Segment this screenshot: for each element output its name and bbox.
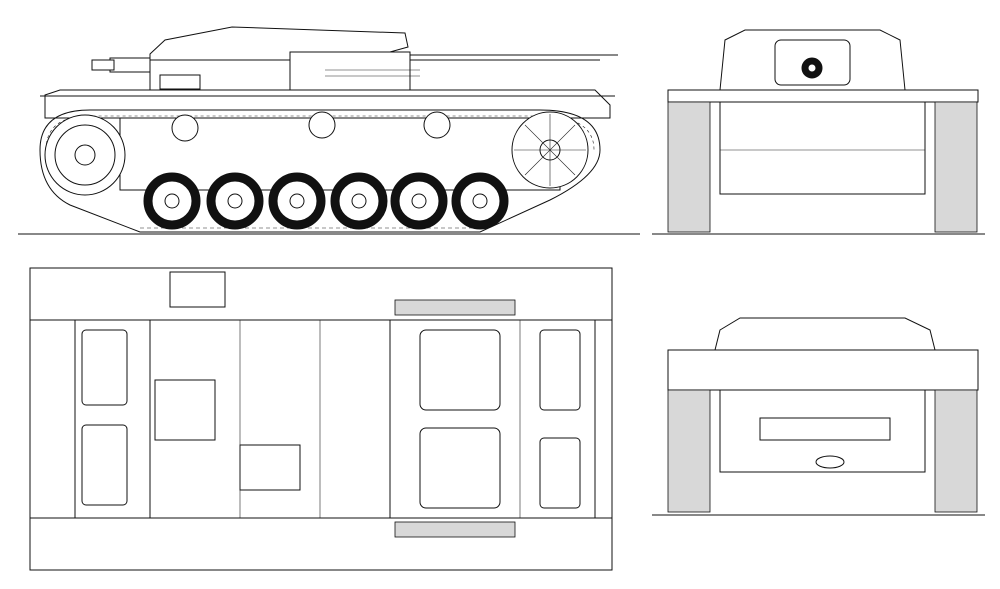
track-outline — [39, 109, 601, 233]
road-wheel-4 — [330, 172, 388, 230]
front-fenders — [667, 89, 979, 103]
rear-view — [652, 317, 985, 516]
rear-right-track — [934, 389, 978, 513]
gun-barrel — [91, 59, 115, 71]
road-wheel-6 — [451, 172, 509, 230]
return-roller-2 — [308, 111, 336, 139]
rear-superstructure — [714, 317, 936, 351]
road-wheel-5 — [390, 172, 448, 230]
road-wheel-3 — [268, 172, 326, 230]
top-view — [29, 267, 613, 571]
return-roller-3 — [423, 111, 451, 139]
top-grille-2 — [394, 521, 516, 538]
road-wheel-1 — [143, 172, 201, 230]
vent-hatch-1 — [539, 329, 581, 411]
road-wheel-2 — [206, 172, 264, 230]
gun-mantlet — [109, 57, 151, 73]
rear-left-track — [667, 389, 711, 513]
hull-upper — [44, 89, 611, 119]
vent-hatch-2 — [539, 437, 581, 509]
muzzle-bore — [807, 63, 817, 73]
top-right-fender — [29, 517, 613, 571]
front-hatch-1 — [81, 329, 128, 406]
rear-muffler — [759, 417, 891, 441]
engine-hatch-2 — [419, 427, 501, 509]
gun-breech — [154, 379, 216, 441]
idler-spokes — [514, 114, 586, 186]
commander-hatch — [239, 444, 301, 491]
front-view — [652, 29, 985, 235]
rear-tow-point — [815, 455, 845, 469]
rear-deck — [667, 349, 979, 391]
sprocket-hub — [74, 144, 96, 166]
drive-sprocket — [44, 114, 126, 196]
sprocket-rim — [54, 124, 116, 186]
front-hull-plate — [719, 101, 926, 195]
front-right-track — [934, 101, 978, 233]
return-roller-1 — [171, 114, 199, 142]
front-hatch-2 — [81, 424, 128, 506]
top-left-fender — [29, 267, 613, 321]
top-grille-1 — [394, 299, 516, 316]
engine-hatch-1 — [419, 329, 501, 411]
stowage-box-top — [169, 271, 226, 308]
front-left-track — [667, 101, 711, 233]
stowage-box — [159, 74, 201, 90]
side-view — [18, 26, 640, 235]
engine-deck — [289, 51, 411, 91]
